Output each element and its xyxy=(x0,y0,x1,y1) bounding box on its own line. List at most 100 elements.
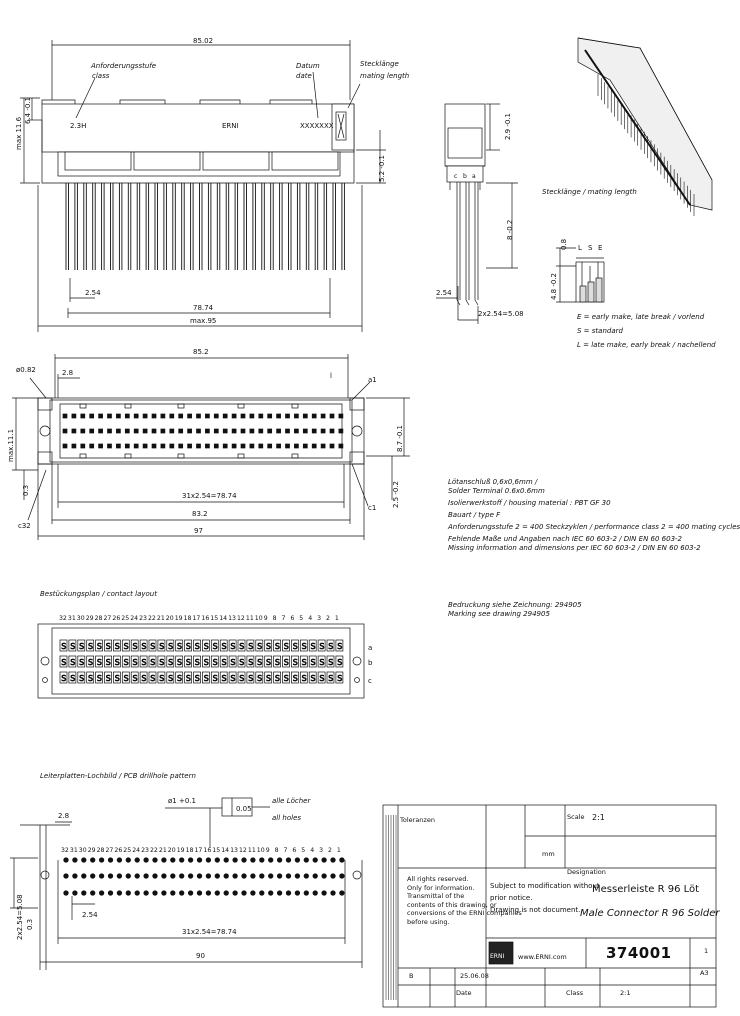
pcb-number-label: 27 xyxy=(106,847,114,854)
contact-cell-mark: S xyxy=(133,642,138,651)
top-view xyxy=(20,40,386,332)
note-line: Anforderungsstufe 2 = 400 Steckzyklen / … xyxy=(448,523,740,531)
contact-cell-mark: S xyxy=(213,658,218,667)
product-name-de: Messerleiste R 96 Löt xyxy=(592,884,700,895)
contact-cell-mark: S xyxy=(266,642,271,651)
rights-line: Transmittal of the xyxy=(407,892,465,900)
contact-cell-mark: S xyxy=(293,674,298,683)
change-text: Subject to modification without prior no… xyxy=(490,880,600,916)
tolerances-label: Toleranzen xyxy=(400,816,435,824)
pcb-hole xyxy=(125,857,131,863)
pcb-hole xyxy=(72,857,78,863)
contact-cell xyxy=(104,655,112,668)
units-label: mm xyxy=(542,850,555,858)
pcb-hole xyxy=(259,890,265,896)
front-view-contact xyxy=(320,443,326,449)
contact-cell-mark: S xyxy=(150,658,155,667)
class-value: 2.3H xyxy=(70,122,86,130)
contact-cell xyxy=(202,655,210,668)
front-view-contact xyxy=(302,413,308,419)
dim-2-54-side: 2.54 xyxy=(436,289,452,297)
contact-cell xyxy=(113,655,121,668)
pcb-hole xyxy=(223,873,229,879)
pin-label-c: c xyxy=(454,173,457,180)
rights-text: All rights reserved. Only for informatio… xyxy=(407,875,522,926)
contact-number-label: 14 xyxy=(219,615,227,622)
contact-cell-mark: S xyxy=(97,674,102,683)
front-view-contact xyxy=(338,413,344,419)
contact-number-label: 9 xyxy=(264,615,268,622)
dim-8-7: 8.7 -0.1 xyxy=(396,425,404,452)
front-view-contact xyxy=(267,428,273,434)
mating-label: Stecklänge xyxy=(360,60,399,68)
contact-cell xyxy=(299,655,308,668)
change-line: Drawing is not document. xyxy=(490,906,581,914)
contact-cell-mark: S xyxy=(168,658,173,667)
contact-number-label: 22 xyxy=(148,615,156,622)
contact-cell xyxy=(317,655,326,668)
pcb-number-label: 13 xyxy=(230,847,238,854)
front-view-contact xyxy=(178,413,184,419)
front-view-contact xyxy=(338,443,344,449)
front-view-contact xyxy=(151,428,157,434)
contact-cell xyxy=(148,671,157,684)
front-view-contact xyxy=(187,413,192,419)
note-line: Bauart / type F xyxy=(448,511,501,519)
contact-cell xyxy=(139,671,148,684)
dim-2-8-front: 2.8 xyxy=(62,369,73,377)
contact-cell xyxy=(166,655,175,668)
front-view-contact xyxy=(213,443,219,449)
dim-c32: c32 xyxy=(18,522,31,530)
front-view-contact xyxy=(169,428,175,434)
pcb-hole xyxy=(170,873,176,879)
contact-cell-mark: S xyxy=(124,658,129,667)
contact-cell xyxy=(219,671,228,684)
pcb-hole xyxy=(63,873,69,879)
front-view-contact xyxy=(285,428,290,434)
sheet-number: 1 xyxy=(704,947,709,955)
pcb-hole xyxy=(179,857,185,863)
front-view-contact xyxy=(213,413,219,419)
letter-s: S xyxy=(588,244,593,252)
pcb-hole xyxy=(134,873,140,879)
change-line: Subject to modification without xyxy=(490,882,600,890)
front-view-contact xyxy=(311,443,317,449)
contact-cell xyxy=(299,639,308,652)
pcb-number-label: 3 xyxy=(319,847,323,854)
pcb-hole xyxy=(321,857,327,863)
contact-cell xyxy=(68,639,77,652)
contact-cell xyxy=(273,655,281,668)
pcb-hole xyxy=(187,890,194,896)
contact-number-label: 21 xyxy=(157,615,165,622)
mating-detail-title: Stecklänge / mating length xyxy=(542,188,637,196)
rights-line: All rights reserved. xyxy=(407,875,469,883)
contact-cell xyxy=(246,639,255,652)
dim-31x-front: 31x2.54=78.74 xyxy=(182,492,237,500)
contact-cell-mark: S xyxy=(248,642,253,651)
row-label-c: c xyxy=(368,677,372,685)
pcb-hole xyxy=(98,857,105,863)
contact-cell xyxy=(210,671,219,684)
front-view-contact xyxy=(338,428,344,434)
contact-cell-mark: S xyxy=(213,642,218,651)
revision-date: 25.06.08 xyxy=(460,972,489,980)
contact-number-label: 24 xyxy=(130,615,138,622)
assembly-note-line: Bedruckung siehe Zeichnung: 294905 xyxy=(448,601,582,609)
contact-cell xyxy=(228,655,237,668)
pcb-hole xyxy=(276,857,283,863)
contact-cell xyxy=(246,671,255,684)
front-view-contact xyxy=(267,413,273,419)
dim-85-02: 85.02 xyxy=(193,37,213,45)
contact-cell-mark: S xyxy=(311,674,316,683)
front-view-contact xyxy=(302,443,308,449)
contact-cell-mark: S xyxy=(230,642,235,651)
pcb-hole xyxy=(259,857,265,863)
contact-cell xyxy=(291,639,299,652)
contact-cell-mark: S xyxy=(150,642,155,651)
front-view-contact xyxy=(133,443,139,449)
pcb-hole xyxy=(116,857,123,863)
front-view-contact xyxy=(249,443,255,449)
contact-cell xyxy=(335,639,344,652)
contact-cell-mark: S xyxy=(115,674,120,683)
